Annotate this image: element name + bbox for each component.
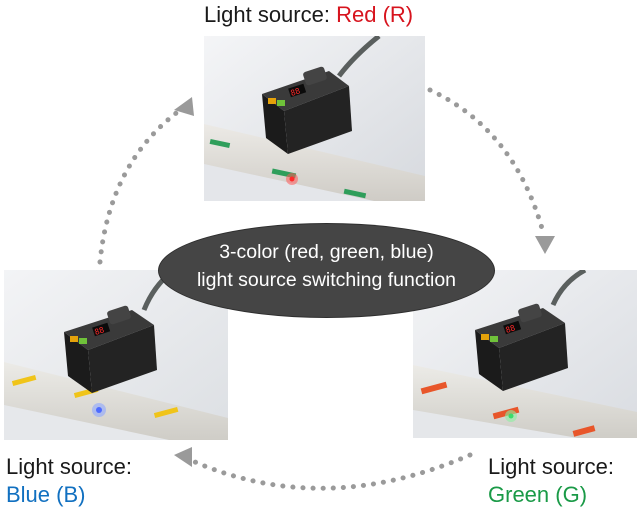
- label-green-light-source: Light source: Green (G): [488, 453, 614, 509]
- arrowhead-right: [535, 236, 555, 254]
- arrowhead-left: [174, 97, 194, 116]
- sensor-device-red: 88: [262, 66, 352, 154]
- svg-text:88: 88: [504, 323, 516, 335]
- label-blue-light-source: Light source: Blue (B): [6, 453, 132, 509]
- label-green-name: Green (G): [488, 482, 588, 507]
- label-prefix: Light source:: [6, 454, 132, 479]
- arrow-green-to-blue: [183, 452, 473, 491]
- center-caption-line1: 3-color (red, green, blue): [219, 241, 434, 263]
- svg-text:88: 88: [93, 325, 105, 337]
- photo-red-light-source: 88: [204, 36, 425, 201]
- arrowhead-bottom: [174, 447, 192, 467]
- arrow-blue-to-red: [97, 105, 186, 265]
- label-prefix: Light source:: [488, 454, 614, 479]
- label-red-name: Red (R): [336, 2, 414, 27]
- svg-text:88: 88: [289, 86, 301, 98]
- label-prefix: Light source:: [204, 2, 330, 27]
- center-caption: 3-color (red, green, blue) light source …: [159, 238, 494, 294]
- label-red-light-source: Light source: Red (R): [204, 1, 413, 29]
- center-caption-line2: light source switching function: [196, 269, 457, 291]
- sensor-device-green: 88: [475, 303, 568, 391]
- center-ellipse: [159, 224, 494, 317]
- arrow-red-to-green: [427, 87, 546, 235]
- photo-blue-light-source: 88: [4, 270, 228, 440]
- label-blue-name: Blue (B): [6, 482, 86, 507]
- sensor-device-blue: 88: [64, 305, 157, 393]
